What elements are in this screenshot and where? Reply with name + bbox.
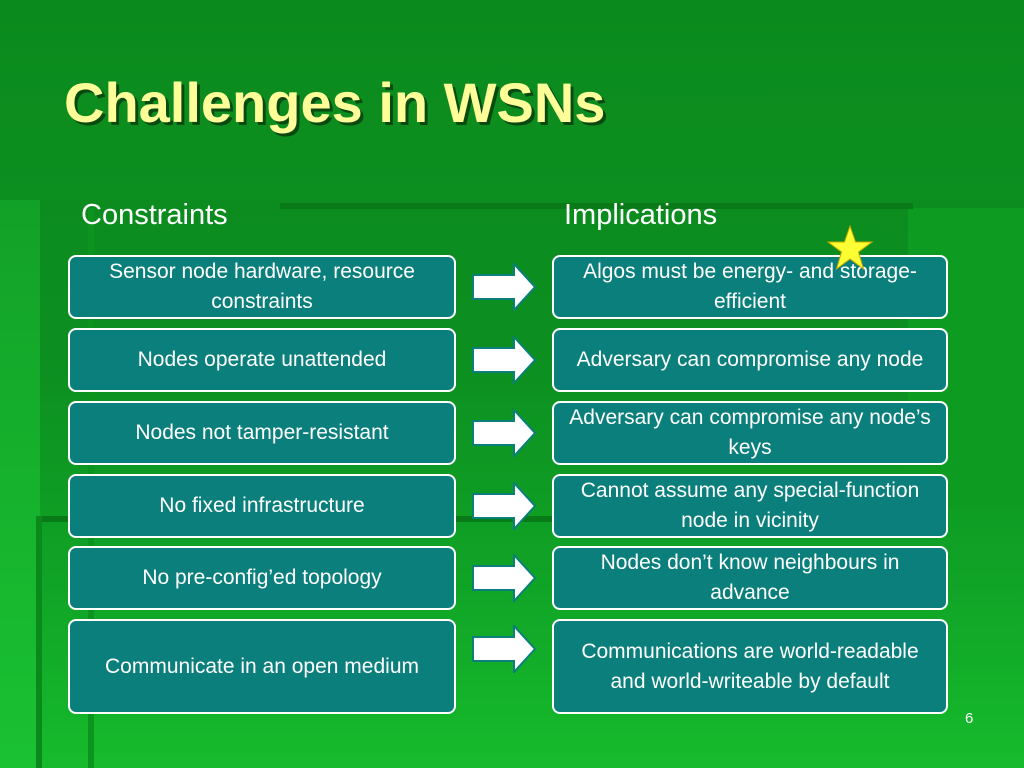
background-band-left [0, 200, 40, 768]
constraint-box: No fixed infrastructure [68, 474, 456, 538]
page-number: 6 [965, 710, 974, 727]
right-arrow-icon [472, 554, 536, 602]
column-heading-implications: Implications [564, 199, 718, 231]
implication-box: Adversary can compromise any node [552, 328, 948, 392]
implication-box: Algos must be energy- and storage-effici… [552, 255, 948, 319]
right-arrow-icon [472, 409, 536, 457]
slide-title: Challenges in WSNs [64, 71, 606, 134]
constraint-box: Sensor node hardware, resource constrain… [68, 255, 456, 319]
constraint-box: No pre-config’ed topology [68, 546, 456, 610]
constraint-box: Nodes operate unattended [68, 328, 456, 392]
implication-box: Nodes don’t know neighbours in advance [552, 546, 948, 610]
column-heading-constraints: Constraints [81, 199, 228, 231]
background-rule-vertical-outer [36, 516, 42, 768]
star-icon [826, 225, 874, 271]
implication-box: Cannot assume any special-function node … [552, 474, 948, 538]
right-arrow-icon [472, 625, 536, 673]
implication-box: Adversary can compromise any node’s keys [552, 401, 948, 465]
constraint-box: Nodes not tamper-resistant [68, 401, 456, 465]
constraint-box: Communicate in an open medium [68, 619, 456, 714]
implication-box: Communications are world-readable and wo… [552, 619, 948, 714]
right-arrow-icon [472, 336, 536, 384]
right-arrow-icon [472, 482, 536, 530]
right-arrow-icon [472, 263, 536, 311]
